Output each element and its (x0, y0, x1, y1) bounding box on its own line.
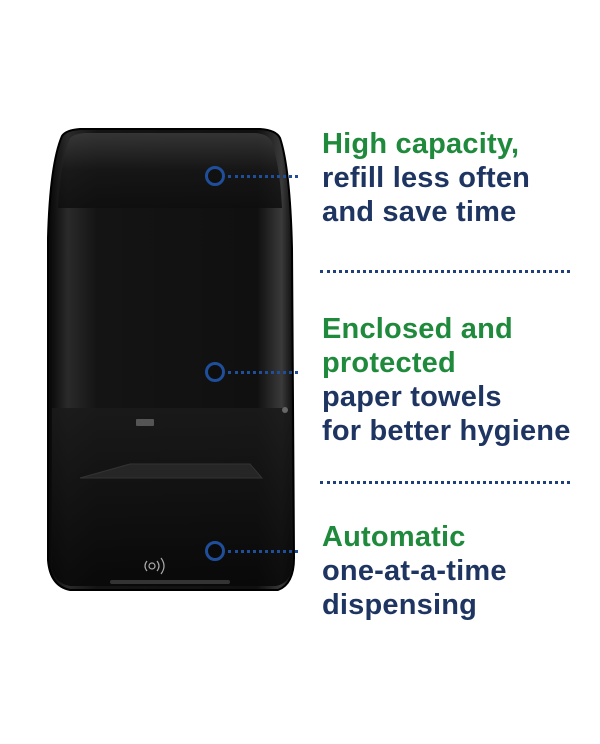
touchless-sensor-icon (144, 557, 165, 575)
callout-leader-dispensing (228, 550, 298, 553)
callout-marker-dispensing (205, 541, 225, 561)
paper-towel-dispenser-image (47, 128, 296, 591)
feature-hygiene: Enclosed and protected paper towels for … (322, 312, 592, 448)
feature-line: and save time (322, 196, 517, 228)
feature-line: Automatic (322, 521, 466, 553)
callout-marker-hygiene (205, 362, 225, 382)
feature-separator (320, 270, 570, 273)
callout-leader-hygiene (228, 371, 298, 374)
feature-line: refill less often (322, 162, 531, 194)
feature-separator (320, 481, 570, 484)
feature-line: dispensing (322, 589, 478, 621)
callout-marker-capacity (205, 166, 225, 186)
feature-line: High capacity, (322, 128, 520, 160)
feature-line: one-at-a-time (322, 555, 507, 587)
feature-dispensing: Automatic one-at-a-time dispensing (322, 520, 592, 622)
callout-leader-capacity (228, 175, 298, 178)
feature-capacity: High capacity, refill less often and sav… (322, 127, 592, 229)
feature-line: protected (322, 347, 456, 379)
feature-line: for better hygiene (322, 415, 571, 447)
feature-line: Enclosed and (322, 313, 513, 345)
feature-line: paper towels (322, 381, 502, 413)
